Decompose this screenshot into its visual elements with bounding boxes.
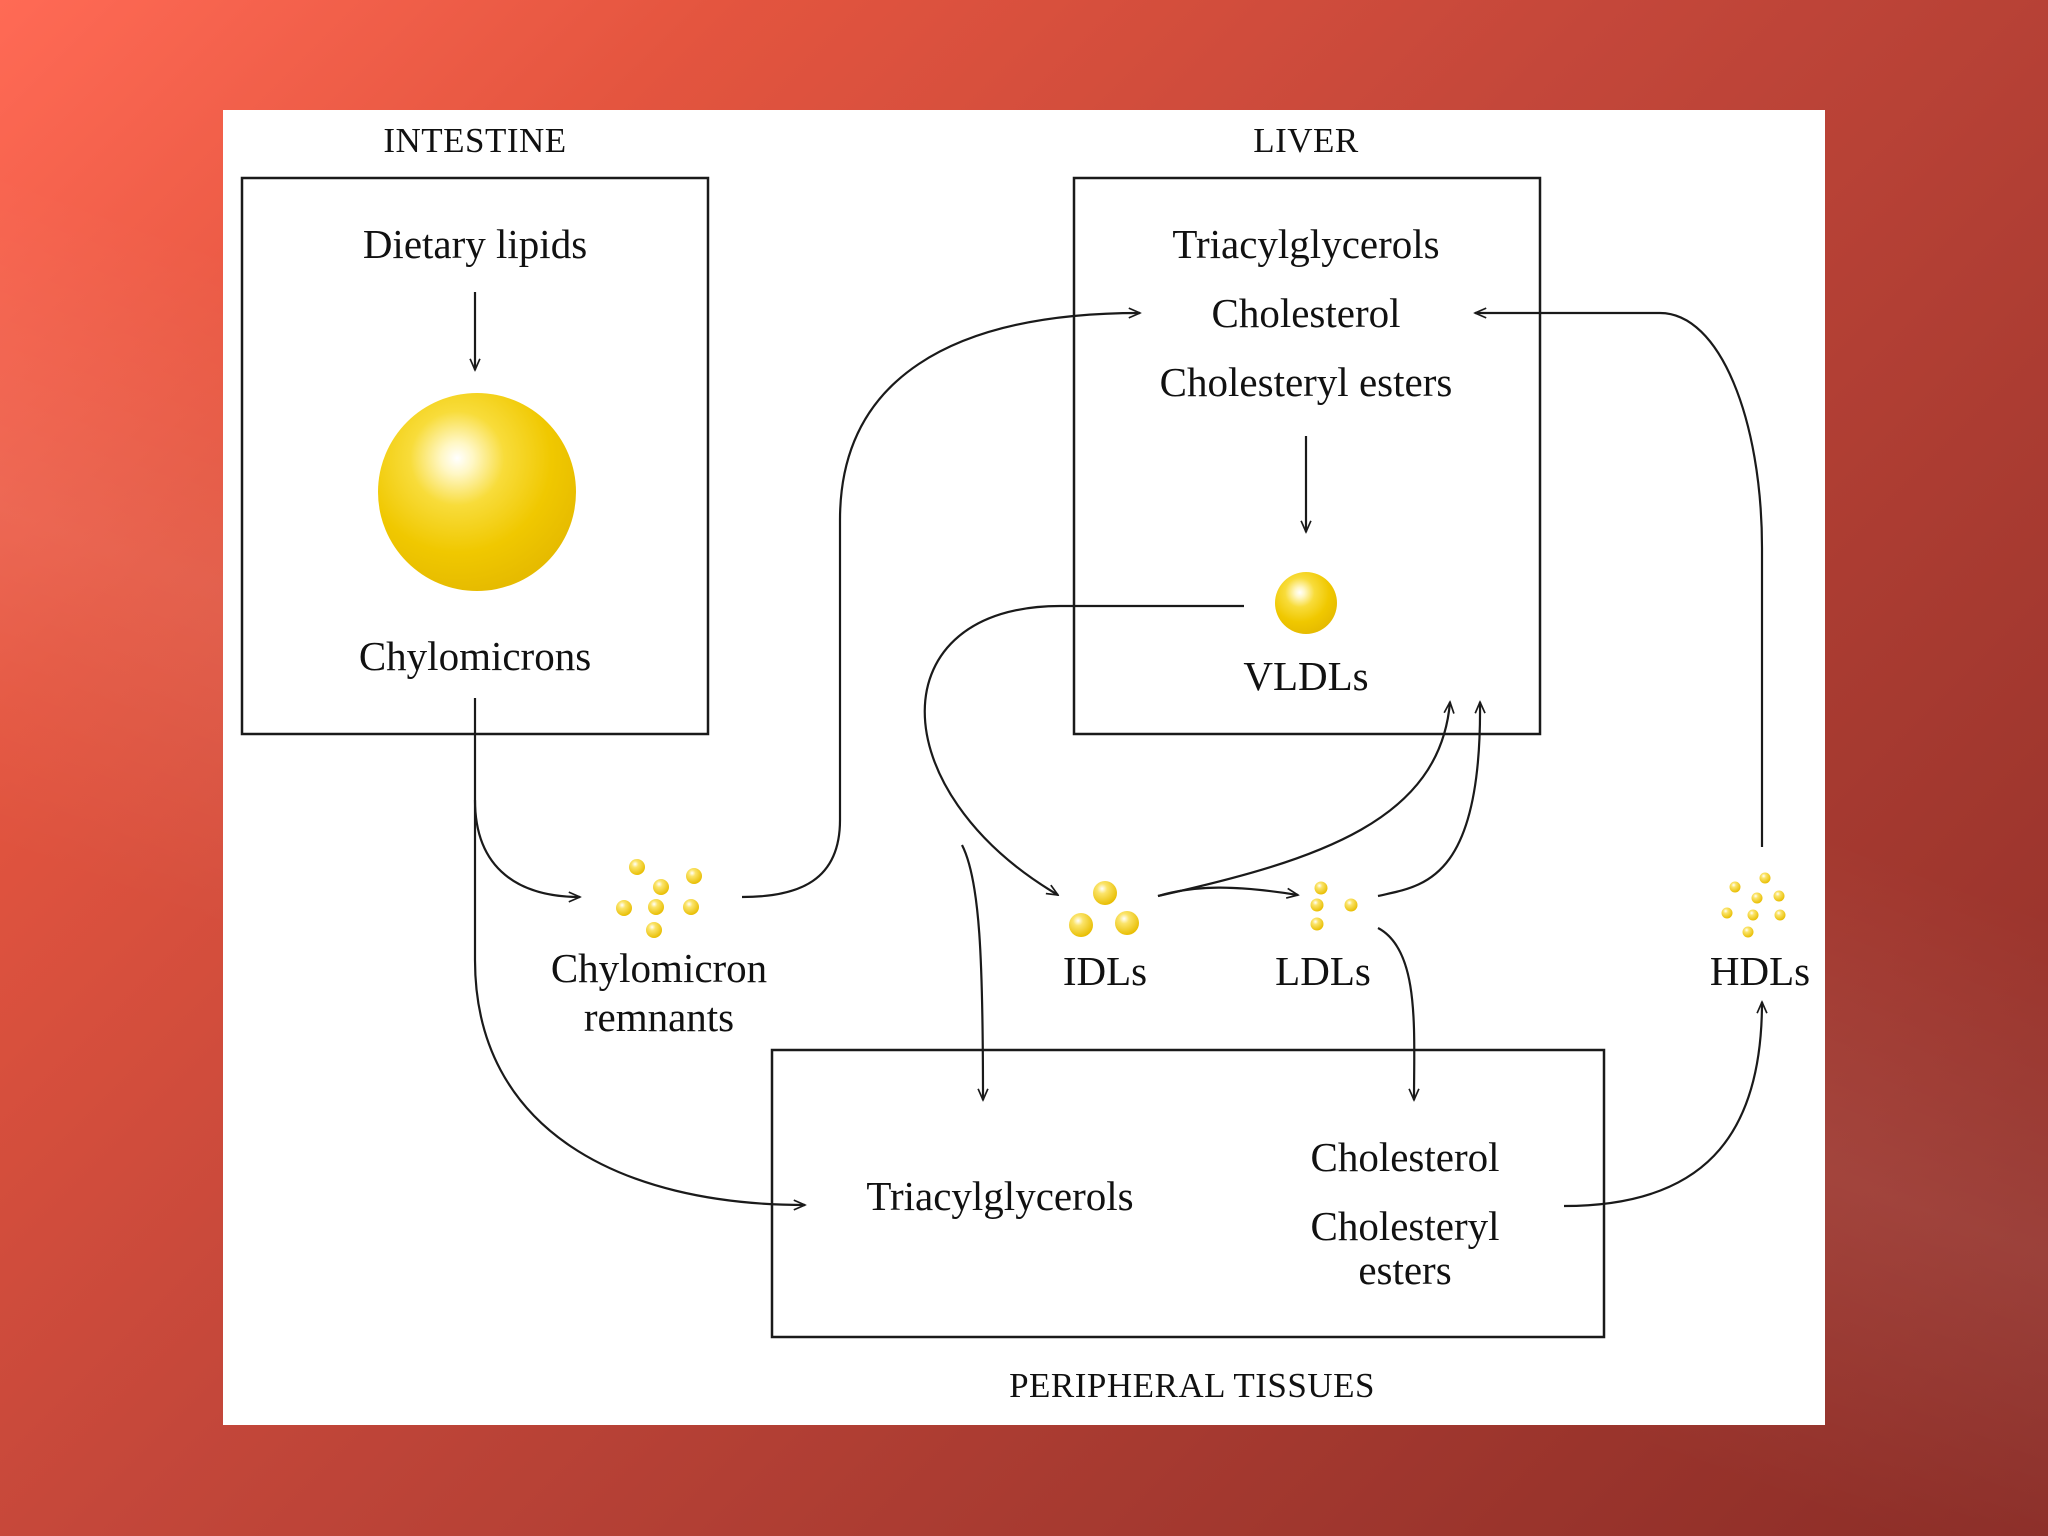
diagram-panel bbox=[223, 110, 1825, 1425]
vldl-to-peripheral-arrow bbox=[961, 844, 983, 1100]
peripheral-triacylglycerols-label: Triacylglycerols bbox=[866, 1173, 1133, 1219]
chylomicron-to-peripheral-arrow bbox=[473, 800, 805, 1205]
vldl-to-idl-arrow bbox=[923, 604, 1244, 895]
liver-cholesterol-label: Cholesterol bbox=[1211, 290, 1400, 336]
intestine-heading: INTESTINE bbox=[383, 121, 566, 160]
peripheral-to-hdl-arrow bbox=[1563, 1002, 1762, 1208]
vldl-particle-icon bbox=[1275, 572, 1337, 634]
liver-heading: LIVER bbox=[1253, 121, 1359, 160]
chylomicrons-label: Chylomicrons bbox=[359, 633, 591, 679]
ldls-label: LDLs bbox=[1275, 948, 1371, 994]
chylomicron-particle-icon bbox=[378, 393, 576, 591]
idl-to-liver-arrow bbox=[1157, 702, 1450, 898]
chylomicron-to-remnants-arrow bbox=[473, 698, 580, 897]
dietary-lipids-label: Dietary lipids bbox=[363, 221, 587, 267]
liver-triacylglycerols-label: Triacylglycerols bbox=[1172, 221, 1439, 267]
hdls-label: HDLs bbox=[1710, 948, 1810, 994]
idl-particles-icon bbox=[1069, 881, 1139, 937]
ldl-particles-icon bbox=[1310, 881, 1358, 931]
remnants-to-liver-arrow bbox=[741, 313, 1140, 899]
liver-cholesteryl-esters-label: Cholesteryl esters bbox=[1160, 359, 1453, 405]
chylomicron-remnants-label-line1: Chylomicron bbox=[551, 945, 767, 991]
liver-box bbox=[1072, 176, 1542, 736]
hdl-particles-icon bbox=[1721, 872, 1786, 938]
peripheral-tissues-heading: PERIPHERAL TISSUES bbox=[1009, 1366, 1375, 1405]
hdl-to-liver-arrow bbox=[1475, 313, 1764, 847]
peripheral-cholesteryl-label-line1: Cholesteryl bbox=[1310, 1203, 1499, 1249]
peripheral-cholesterol-label: Cholesterol bbox=[1310, 1134, 1499, 1180]
chylomicron-remnant-particles-icon bbox=[616, 859, 702, 938]
chylomicron-remnants-label-line2: remnants bbox=[584, 994, 734, 1040]
peripheral-tissues-box bbox=[770, 1048, 1606, 1339]
vldls-label: VLDLs bbox=[1243, 653, 1368, 699]
ldl-to-peripheral-arrow bbox=[1377, 927, 1414, 1100]
peripheral-esters-label-line2: esters bbox=[1358, 1247, 1451, 1293]
idls-label: IDLs bbox=[1063, 948, 1147, 994]
ldl-to-liver-arrow bbox=[1377, 702, 1480, 898]
